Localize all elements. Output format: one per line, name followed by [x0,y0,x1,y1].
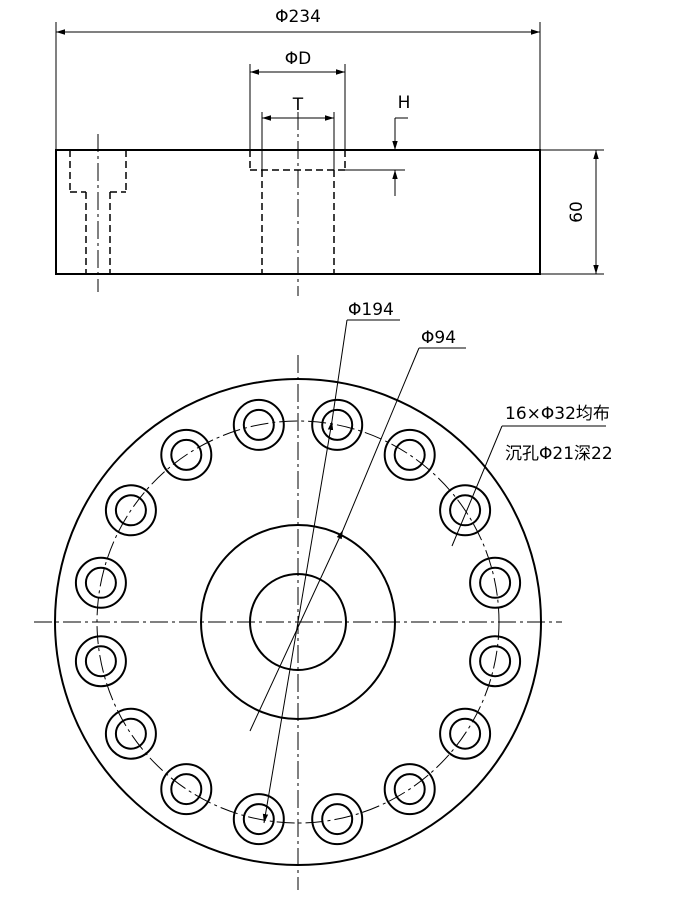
bolt-hole [439,484,492,537]
bolt-circle-label: Φ194 [348,300,394,320]
bolt-hole [383,428,436,481]
thread-dimension [261,112,335,170]
height-label: 60 [567,201,587,223]
bolt-hole [160,763,213,816]
height-dimension [540,149,604,275]
bolt-hole [383,763,436,816]
bolt-circle-dimension [262,319,400,824]
bolt-hole [104,484,157,537]
overall-diameter-dimension [55,22,541,150]
depth-dimension [345,117,408,196]
center-bore-dimension [249,64,346,150]
bolt-hole [160,428,213,481]
front-centerlines [97,112,299,296]
center-bore-label: ΦD [285,49,311,69]
bolt-hole [104,707,157,760]
top-view: Φ194 Φ94 16×Φ32均布 沉孔Φ21深22 [34,300,613,890]
front-bolt-hole-hidden [69,150,127,274]
bolt-hole-leader [451,425,606,547]
bolt-holes-label: 16×Φ32均布 [505,404,610,424]
center-boss-label: Φ94 [421,328,456,348]
bolt-hole [74,556,127,609]
depth-label: H [398,93,411,113]
bolt-hole [469,635,522,688]
bolt-hole [469,556,522,609]
counterbore-label: 沉孔Φ21深22 [505,444,613,464]
bolt-hole [439,707,492,760]
front-view: Φ234 ΦD T H 60 [55,7,604,296]
bolt-holes [74,398,522,846]
center-boss-dimension [249,347,466,732]
bolt-hole [74,635,127,688]
thread-label: T [292,95,304,115]
overall-diameter-label: Φ234 [275,7,321,27]
